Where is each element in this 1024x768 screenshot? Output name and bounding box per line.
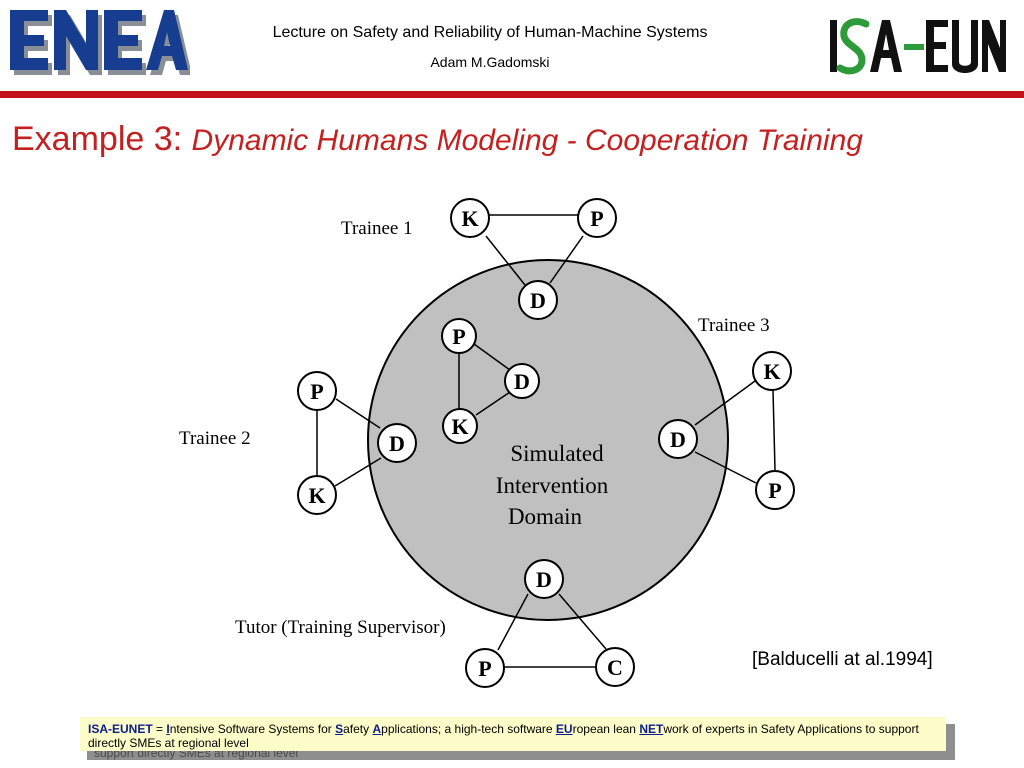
footer-note: ISA-EUNET = Intensive Software Systems f… [80,717,946,751]
footer-eu-rest: ropean lean [572,722,640,736]
tutor-c-label: C [607,655,623,680]
trainee3-d-label: D [670,427,686,452]
trainee2-label: Trainee 2 [179,428,251,449]
footer-s-rest: afety [343,722,373,736]
slide-title-subtitle: Dynamic Humans Modeling - Cooperation Tr… [191,124,863,157]
slide-title-prefix: Example 3: [12,120,192,158]
node-circles [297,198,795,688]
tutor-d-node [524,559,564,599]
tutor-p-node [465,648,505,688]
trainee3-p-label: P [768,478,781,503]
lecture-title: Lecture on Safety and Reliability of Hum… [272,24,708,41]
trainee3-k-label: K [763,359,780,384]
isa-eunet-logo [830,18,1006,75]
trainee2-d-node [377,423,417,463]
node-labels: K P D P D K P K D K P D D P C [308,206,781,681]
domain-label: Simulated Intervention Domain [496,441,609,529]
footer-a: A [372,722,382,736]
tutor-c-node [595,647,635,687]
trainee1-label: Trainee 1 [341,218,413,239]
inner-k-node [442,408,478,444]
footer-a-rest: pplications; a high-tech software [381,722,556,736]
footer-eu: EU [555,722,573,736]
trainee3-p-node [755,470,795,510]
edge-tu-d-p [497,593,529,651]
trainee3-label: Trainee 3 [698,315,770,336]
trainee1-d-label: D [530,288,546,313]
trainee2-k-node [297,475,337,515]
header-divider [0,91,1024,98]
inner-d-label: D [514,369,530,394]
trainee1-k-node [450,198,490,238]
edge-t1-k-d [485,235,526,286]
footer-eq: = [152,722,167,736]
domain-label-line3: Domain [508,504,583,529]
domain-label-line2: Intervention [496,473,609,498]
tutor-d-label: D [536,567,552,592]
domain-label-line1: Simulated [510,441,604,466]
footer-net-rest: work of experts in Safety Applications t… [88,722,919,750]
inner-k-label: K [451,414,468,439]
slide-title: Example 3: Dynamic Humans Modeling - Coo… [12,120,863,159]
tutor-label: Tutor (Training Supervisor) [235,617,446,638]
tutor-p-label: P [478,656,491,681]
trainee1-p-node [577,198,617,238]
edge-t2-k-d [334,457,382,487]
edge-t3-d-p [694,451,757,484]
footer-i: I [166,722,170,736]
trainee3-k-node [752,351,792,391]
edge-in-p-d [473,343,511,371]
inner-p-label: P [452,324,465,349]
footer-i-rest: ntensive Software Systems for [169,722,336,736]
author-name: Adam M.Gadomski [430,54,550,70]
trainee1-d-node [518,280,558,320]
trainee2-p-label: P [310,379,323,404]
trainee2-k-label: K [308,483,325,508]
edge-t3-d-k [694,380,756,426]
connection-lines [316,214,776,668]
trainee3-d-node [658,419,698,459]
trainee2-d-label: D [389,431,405,456]
citation: [Balducelli at al.1994] [752,649,933,670]
inner-d-node [504,363,540,399]
edge-t1-p-d [549,235,584,284]
trainee1-k-label: K [461,206,478,231]
trainee2-p-node [297,371,337,411]
enea-logo [10,10,190,75]
footer-net: NET [639,722,664,736]
footer-s: S [335,722,344,736]
edge-tu-d-c [558,593,607,650]
footer-term: ISA-EUNET [88,722,153,736]
inner-p-node [441,318,477,354]
edge-t2-p-d [335,398,381,429]
header: Lecture on Safety and Reliability of Hum… [0,0,1024,100]
trainee1-p-label: P [590,206,603,231]
edge-t3-k-p [772,389,776,471]
edge-in-k-d [475,391,511,416]
